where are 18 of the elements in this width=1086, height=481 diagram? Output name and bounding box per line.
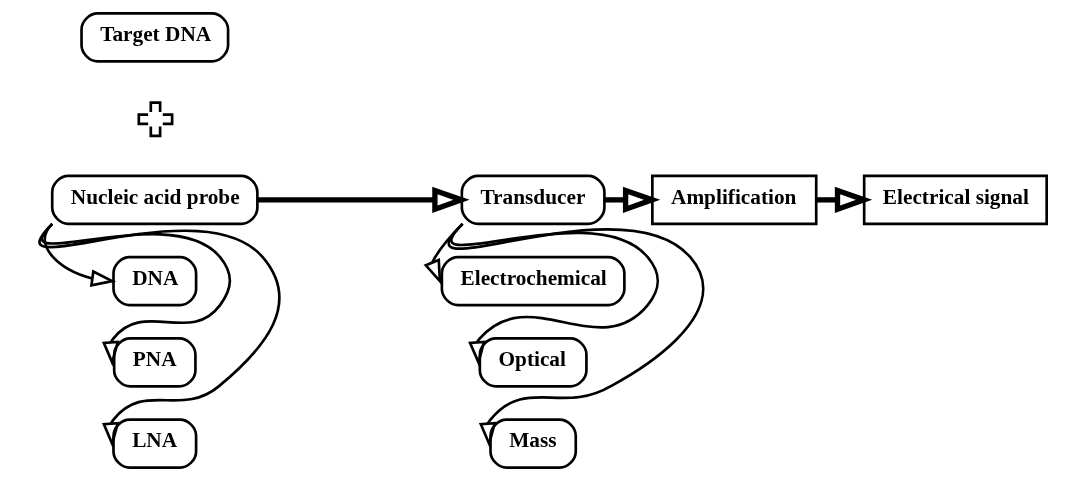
- arrow: [43, 223, 117, 288]
- arrow: [604, 186, 661, 213]
- node-box: Electrical signal: [862, 174, 1048, 226]
- node-box: Amplification: [651, 174, 818, 226]
- node-box: PNA: [112, 337, 197, 388]
- node-box: Target DNA: [80, 12, 230, 63]
- arrow: [257, 186, 470, 213]
- node-box: DNA: [112, 255, 198, 307]
- node-box: Nucleic acid probe: [50, 174, 259, 226]
- node-box: Transducer: [460, 174, 606, 226]
- node-box: Electrochemical: [440, 255, 626, 307]
- node-box: LNA: [112, 418, 198, 469]
- node-box: Mass: [489, 418, 578, 469]
- arrow: [39, 223, 281, 448]
- arrow: [816, 186, 873, 213]
- arrow: [41, 223, 232, 367]
- node-box: Optical: [478, 337, 588, 388]
- arrow: [448, 223, 705, 448]
